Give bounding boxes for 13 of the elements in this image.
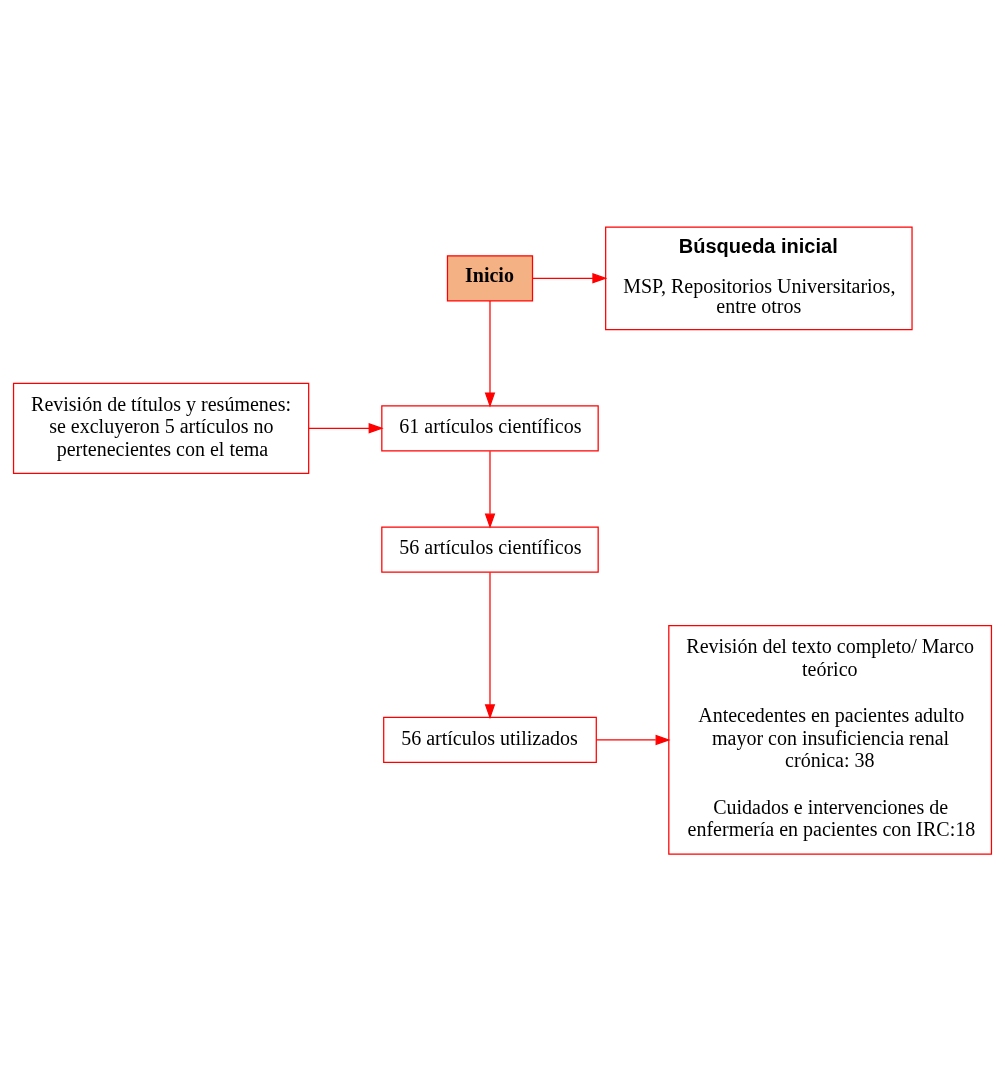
node-box: Búsqueda inicial MSP, Repositorios Universitarios, entre otros [605,226,913,331]
node-box: Inicio [446,255,534,302]
arrow [596,734,671,746]
arrow [531,273,608,284]
arrow [484,571,496,720]
node-box: 56 artículos científicos [381,526,599,573]
arrow [484,450,496,529]
node-box: Revisión del texto completo/ Marco teórico Antecedentes en pacientes adulto mayor con insuficiencia renal crónica: 38 Cuidados e intervenciones de enfermería en pacientes con IRC:18 [668,625,993,855]
arrow [484,300,496,408]
node-box: 61 artículos científicos [381,405,599,452]
node-box: 56 artículos utilizados [383,716,597,764]
node-box: Revisión de títulos y resúmenes: se excluyeron 5 artículos no pertenecientes con el tema [12,382,310,474]
arrow [308,423,384,434]
